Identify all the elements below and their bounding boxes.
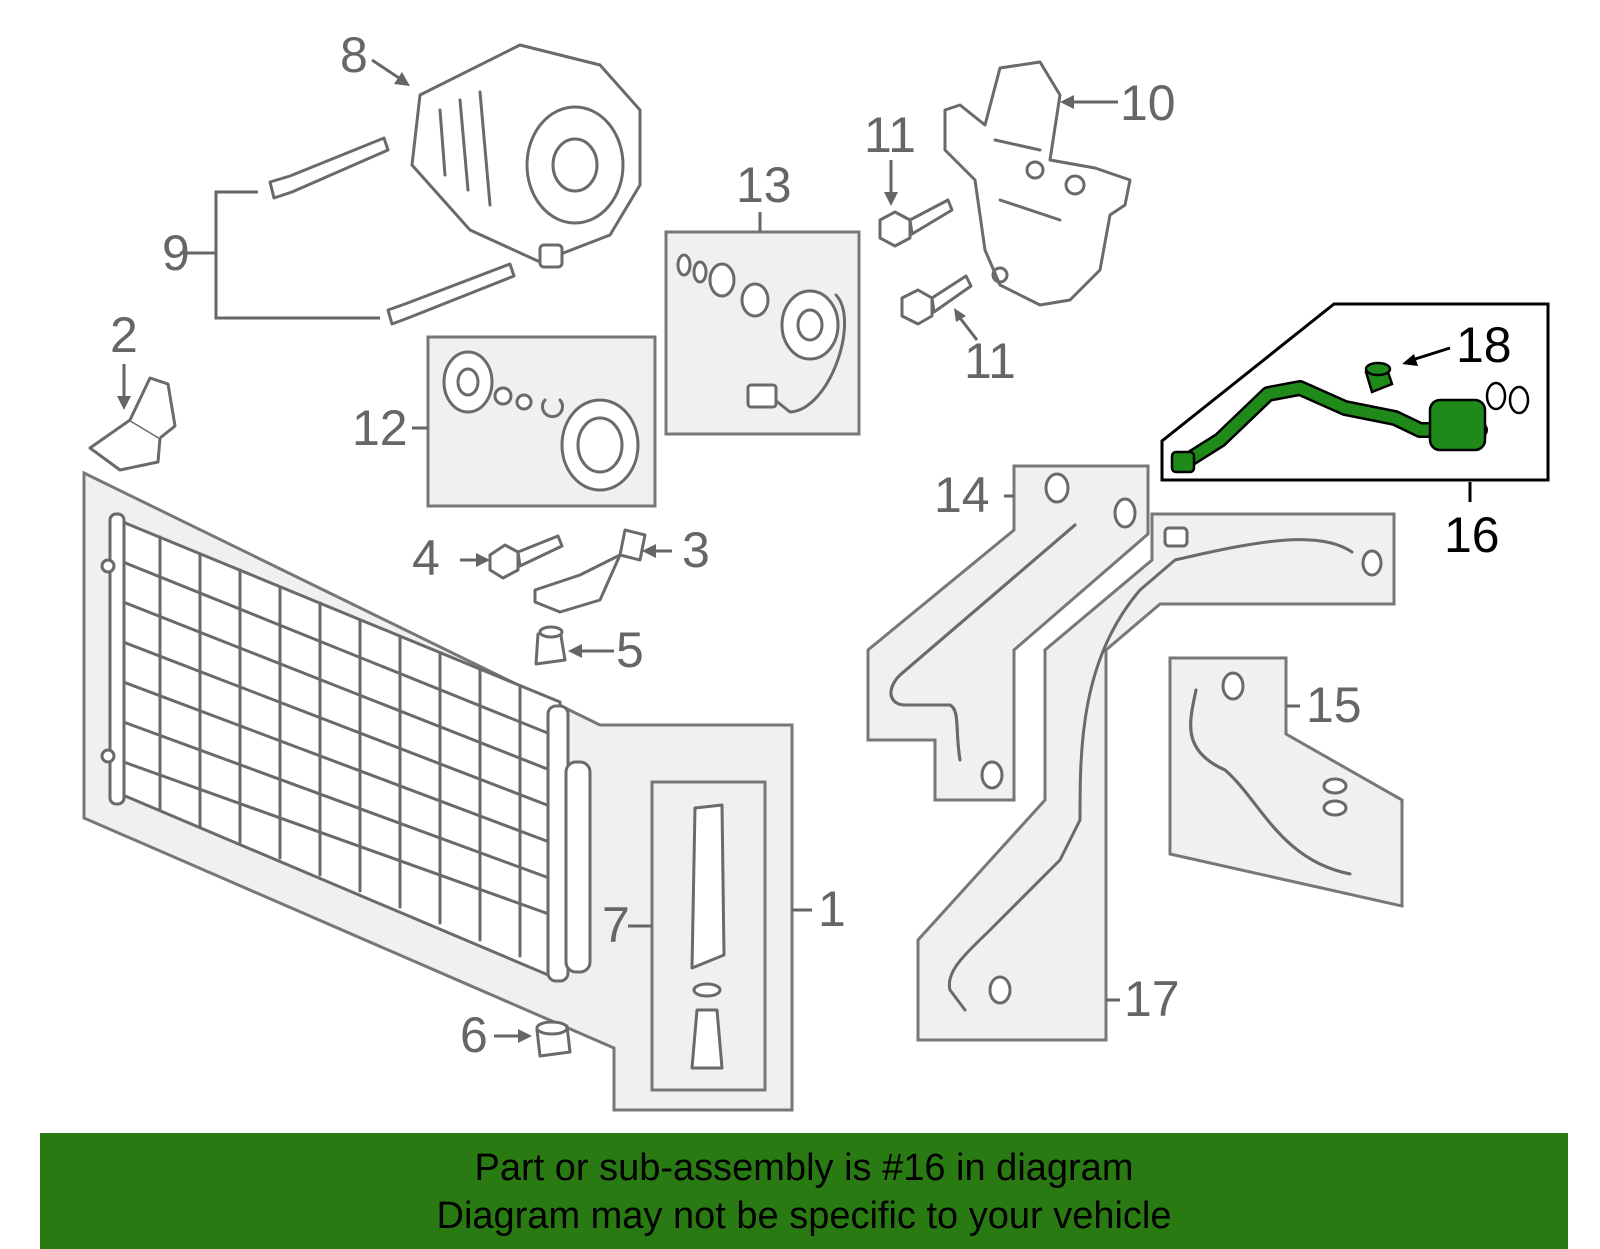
callout-13: 13 — [736, 157, 792, 213]
bolts-9 — [180, 136, 516, 326]
mount-6 — [535, 1020, 572, 1058]
hose-15-panel — [1168, 656, 1404, 908]
hose-14-panel — [866, 464, 1150, 802]
callout-8: 8 — [340, 27, 368, 83]
callout-4: 4 — [412, 530, 440, 586]
callout-11-upper: 11 — [864, 107, 916, 163]
o-rings-16 — [1485, 381, 1530, 415]
callout-9: 9 — [162, 225, 190, 281]
bracket-10 — [943, 60, 1132, 307]
banner-line-2: Diagram may not be specific to your vehi… — [436, 1195, 1172, 1237]
bolt-11-upper — [878, 198, 954, 248]
bracket-3 — [533, 528, 647, 614]
callout-14: 14 — [934, 467, 990, 523]
callout-5: 5 — [616, 622, 644, 678]
bracket-2 — [88, 376, 177, 472]
callout-10: 10 — [1120, 75, 1176, 131]
coil-parts — [676, 253, 846, 414]
condenser — [100, 512, 592, 983]
hose-17-panel — [916, 512, 1396, 1042]
pipe-17 — [947, 526, 1383, 1012]
part-16-hose — [1170, 380, 1488, 474]
banner-line-1: Part or sub-assembly is #16 in diagram — [474, 1147, 1134, 1189]
hose-14 — [889, 472, 1137, 790]
callout-labels: 1 2 3 4 5 6 7 8 9 10 11 11 12 13 14 15 1… — [110, 27, 1512, 1063]
desiccant-part — [690, 803, 726, 1070]
callout-1: 1 — [818, 881, 846, 937]
callout-2: 2 — [110, 307, 138, 363]
callout-18: 18 — [1456, 317, 1512, 373]
compressor — [410, 43, 642, 269]
bolt-4 — [488, 534, 564, 580]
callout-7: 7 — [602, 897, 630, 953]
callout-12: 12 — [352, 400, 408, 456]
callout-15: 15 — [1306, 677, 1362, 733]
callout-16: 16 — [1444, 507, 1500, 563]
callout-17: 17 — [1124, 971, 1180, 1027]
bolt-11-lower — [900, 274, 973, 326]
mount-5 — [534, 625, 567, 666]
callout-11-lower: 11 — [964, 333, 1016, 389]
clutch-parts — [442, 350, 640, 492]
callout-6: 6 — [460, 1007, 488, 1063]
part-18-switch — [1364, 361, 1394, 394]
callout-3: 3 — [682, 522, 710, 578]
hose-15 — [1189, 671, 1352, 876]
leader-lines — [117, 58, 1472, 1043]
info-banner: Part or sub-assembly is #16 in diagram D… — [40, 1133, 1568, 1249]
